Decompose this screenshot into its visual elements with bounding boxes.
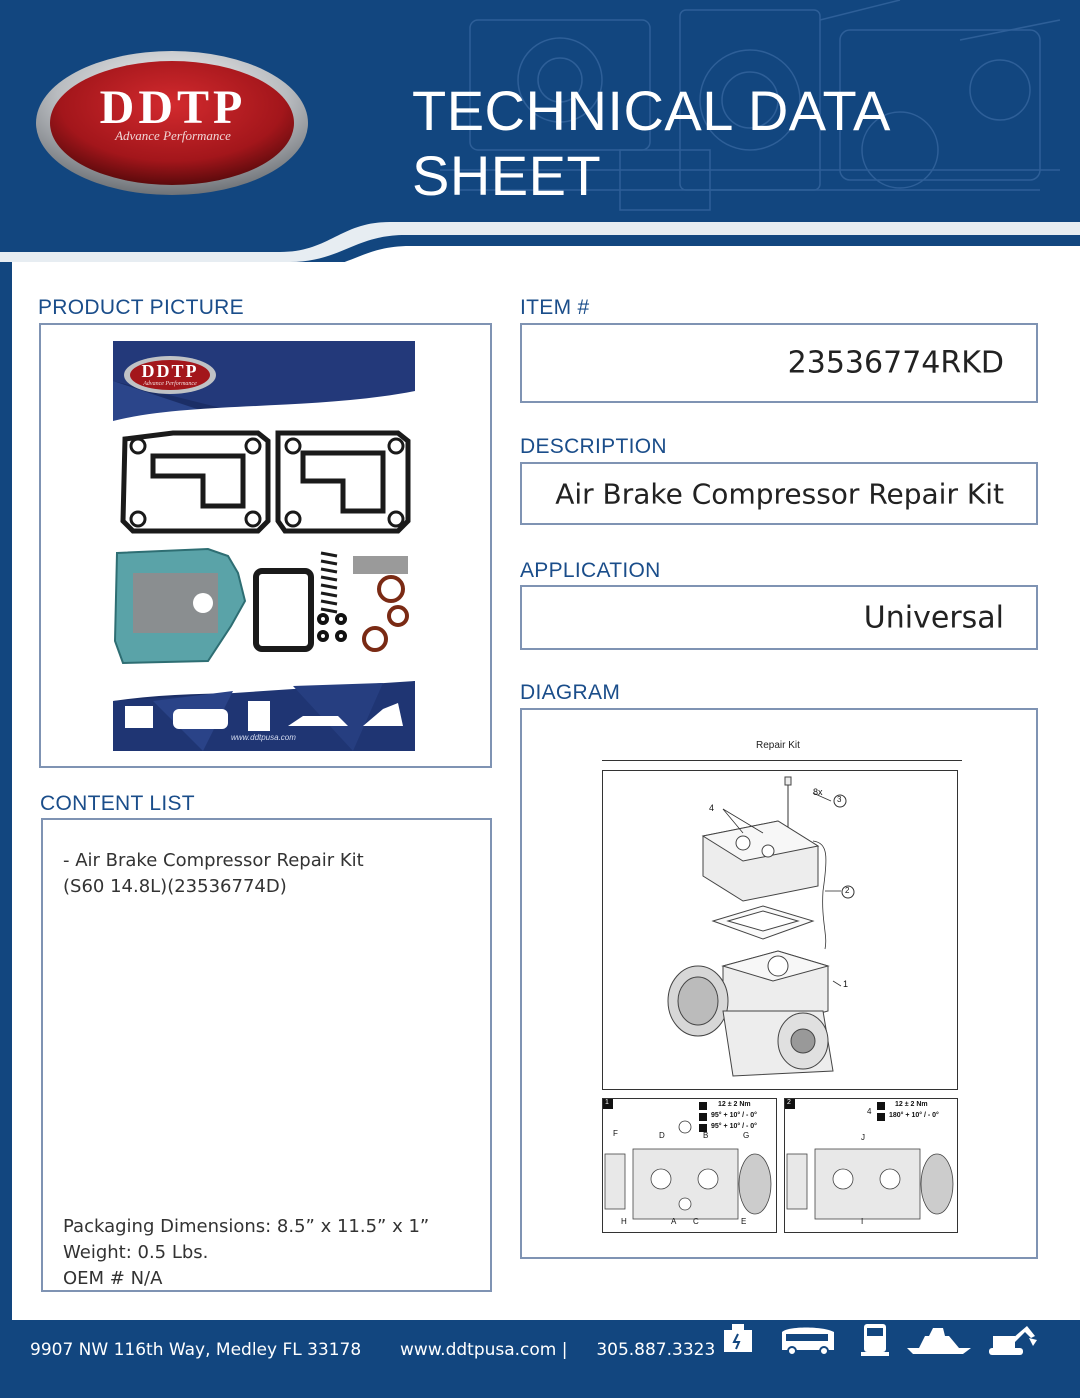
bag-url: www.ddtpusa.com — [231, 733, 296, 742]
callout-4: 4 — [709, 803, 715, 813]
diagram-title-rule — [602, 760, 962, 761]
page-title: TECHNICAL DATA SHEET — [412, 79, 888, 207]
item-number: 23536774RKD — [787, 345, 1004, 381]
panel2-angle: 180° + 10° / - 0° — [889, 1112, 939, 1119]
panel1-letter-c: C — [693, 1217, 699, 1226]
panel2-torque: 12 ± 2 Nm — [895, 1101, 928, 1108]
application-label: APPLICATION — [520, 559, 661, 582]
content-list-box: - Air Brake Compressor Repair Kit (S60 1… — [41, 818, 492, 1292]
item-box: 23536774RKD — [520, 323, 1038, 403]
diagram-box: Repair Kit — [520, 708, 1038, 1259]
torque-panel-2: 2 12 ± 2 Nm 180° + 10° / - 0° 4 J I — [784, 1098, 958, 1233]
bag-logo — [123, 355, 217, 395]
torque-panel-1: 1 12 ± 2 Nm 95° + 10° / - 0° 95° + 10° /… — [602, 1098, 777, 1233]
application-value: Universal — [863, 600, 1004, 635]
panel2-number: 2 — [787, 1099, 791, 1106]
panel2-callout-4: 4 — [867, 1107, 872, 1116]
description-box: Air Brake Compressor Repair Kit — [520, 462, 1038, 525]
description-value: Air Brake Compressor Repair Kit — [555, 477, 1004, 510]
ddtp-logo — [34, 48, 310, 198]
panel1-letter-d: D — [659, 1131, 665, 1140]
item-label: ITEM # — [520, 296, 590, 319]
logo-tagline: Advance Performance — [115, 128, 231, 143]
product-picture-box: DDTP Advance Performance www.ddtpusa.com — [39, 323, 492, 768]
footer-phone[interactable]: 305.887.3323 — [596, 1340, 716, 1360]
bag-logo-tagline: Advance Performance — [143, 381, 197, 387]
panel1-torque: 12 ± 2 Nm — [718, 1101, 751, 1108]
panel1-letter-g: G — [743, 1131, 750, 1140]
panel2-letter-i: I — [861, 1217, 864, 1226]
callout-3: 3 — [837, 795, 842, 804]
callout-2: 2 — [845, 886, 850, 895]
application-box: Universal — [520, 585, 1038, 650]
excavator-icon — [989, 1326, 1037, 1355]
packaging-dimensions: Packaging Dimensions: 8.5” x 11.5” x 1” — [63, 1216, 430, 1237]
product-picture-label: PRODUCT PICTURE — [38, 296, 244, 319]
panel1-number: 1 — [605, 1099, 609, 1106]
weight: Weight: 0.5 Lbs. — [63, 1242, 209, 1263]
truck-icon — [861, 1324, 889, 1356]
bag-logo-text: DDTP — [141, 361, 199, 381]
panel1-letter-b: B — [703, 1131, 709, 1140]
footer-website[interactable]: www.ddtpusa.com | — [400, 1340, 568, 1360]
compressor-exploded-drawing — [667, 776, 855, 1077]
callout-1: 1 — [843, 979, 849, 989]
panel2-letter-j: J — [861, 1133, 865, 1142]
footer-contact: 9907 NW 116th Way, Medley FL 33178 www.d… — [30, 1340, 715, 1360]
diagram-title: Repair Kit — [756, 740, 800, 751]
diagram-label: DIAGRAM — [520, 681, 621, 704]
logo-text: DDTP — [99, 81, 247, 134]
yacht-icon — [907, 1328, 971, 1354]
qty-label: 8x — [813, 787, 823, 797]
panel1-letter-f: F — [613, 1129, 618, 1138]
content-item-line1: - Air Brake Compressor Repair Kit — [63, 850, 364, 871]
oem-number: OEM # N/A — [63, 1268, 163, 1289]
bus-icon — [782, 1327, 834, 1356]
generator-icon — [724, 1324, 752, 1352]
exploded-view-frame: 8x 4 3 2 1 — [602, 770, 958, 1090]
panel1-angle-b: 95° + 10° / - 0° — [711, 1123, 757, 1130]
content-list-label: CONTENT LIST — [40, 792, 195, 815]
description-label: DESCRIPTION — [520, 435, 667, 458]
panel1-letter-a: A — [671, 1217, 677, 1226]
panel1-letter-e: E — [741, 1217, 747, 1226]
panel1-letter-h: H — [621, 1217, 627, 1226]
content-item-line2: (S60 14.8L)(23536774D) — [63, 876, 287, 897]
panel1-angle-a: 95° + 10° / - 0° — [711, 1112, 757, 1119]
footer-address: 9907 NW 116th Way, Medley FL 33178 — [30, 1340, 362, 1360]
product-bag-image — [113, 341, 415, 751]
